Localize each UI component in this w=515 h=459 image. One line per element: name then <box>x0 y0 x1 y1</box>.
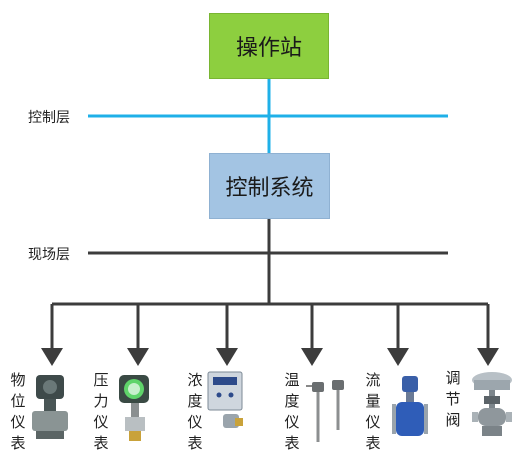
instrument-label-concentration: 浓度仪表 <box>187 371 203 452</box>
control-layer-label: 控制层 <box>28 110 70 126</box>
operator-station-label: 操作站 <box>235 36 302 61</box>
neck <box>406 392 414 402</box>
arrowhead <box>387 348 409 366</box>
converter <box>402 376 418 392</box>
instrument-label-pressure: 压力仪表 <box>93 371 109 452</box>
head-right <box>332 380 344 390</box>
arrowhead <box>477 348 499 366</box>
port-right <box>506 412 512 422</box>
pressure-transmitter-icon <box>119 375 149 441</box>
flange-right <box>424 404 428 434</box>
button-b <box>228 392 234 398</box>
instrument-label-flow: 流量仪表 <box>365 371 381 452</box>
actuator-body <box>474 380 510 390</box>
level-transmitter-icon <box>32 375 68 439</box>
pipe-body <box>396 402 424 436</box>
transmitter-neck <box>44 399 56 411</box>
control-system-label: 控制系统 <box>225 176 314 201</box>
stem <box>131 403 139 417</box>
field-layer-label: 现场层 <box>28 247 70 263</box>
concentration-meter-icon <box>207 371 243 428</box>
head-left <box>312 382 324 392</box>
yoke <box>484 396 500 404</box>
arrowhead <box>216 348 238 366</box>
instrument-label-valve: 调节阀 <box>445 369 461 429</box>
fitting <box>129 431 141 441</box>
control-system-box: 控制系统 <box>209 153 330 219</box>
flow-meter-icon <box>392 376 428 436</box>
valve-body <box>478 408 506 426</box>
sensor-block <box>125 417 145 431</box>
instrument-drops <box>41 304 499 366</box>
transmitter-base <box>36 431 64 439</box>
arrowhead <box>41 348 63 366</box>
temperature-sensor-icon <box>306 380 344 442</box>
operator-station-box: 操作站 <box>209 13 329 79</box>
display <box>128 383 140 395</box>
arrowhead <box>127 348 149 366</box>
probe-tip <box>235 418 243 426</box>
instrument-label-level: 物位仪表 <box>10 371 26 452</box>
button-a <box>216 392 222 398</box>
flange-left <box>392 404 396 434</box>
instrument-label-temperature: 温度仪表 <box>284 371 300 452</box>
instrument-icons <box>32 371 512 442</box>
valve-base <box>482 426 502 436</box>
transmitter-face <box>43 380 57 394</box>
control-valve-icon <box>472 372 512 436</box>
port-left <box>472 412 478 422</box>
transmitter-flange <box>32 411 68 431</box>
arrowhead <box>301 348 323 366</box>
screen <box>213 377 237 385</box>
